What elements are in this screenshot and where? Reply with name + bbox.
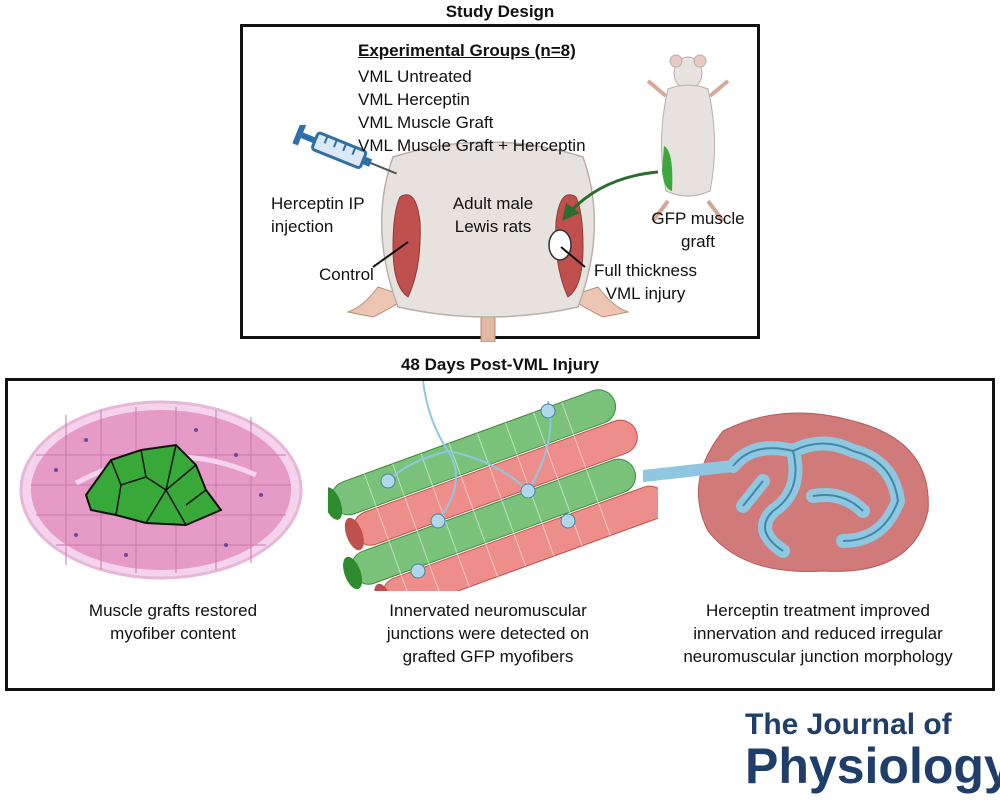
group-item: VML Muscle Graft + Herceptin xyxy=(358,136,586,155)
study-design-panel: Experimental Groups (n=8) VML Untreated … xyxy=(240,24,760,342)
caption-line: Muscle grafts restored xyxy=(88,601,258,620)
caption-line: neuromuscular junction morphology xyxy=(683,647,953,666)
leader-lines xyxy=(372,241,586,268)
injection-label-line: Herceptin IP xyxy=(271,194,365,213)
control-label: Control xyxy=(319,265,374,284)
myofiber-bundle xyxy=(328,381,658,591)
injury-label-line: Full thickness xyxy=(594,261,697,280)
caption-line: Herceptin treatment improved xyxy=(706,601,930,620)
group-item: VML Herceptin xyxy=(358,90,470,109)
caption-line: innervation and reduced irregular xyxy=(693,624,943,643)
group-item: VML Untreated xyxy=(358,67,472,86)
journal-title-line2: Physiology xyxy=(745,738,1000,794)
injection-label-line: injection xyxy=(271,217,334,236)
caption-herceptin: Herceptin treatment improved innervation… xyxy=(658,599,978,668)
rat-label-line: Lewis rats xyxy=(454,217,532,236)
results-panel: Muscle grafts restored myofiber content … xyxy=(5,378,995,691)
graft-label: GFP muscle graft xyxy=(643,207,753,253)
groups-title: Experimental Groups (n=8) xyxy=(358,41,576,60)
post-injury-heading: 48 Days Post-VML Injury xyxy=(400,355,600,374)
journal-title-line1: The Journal of xyxy=(745,708,952,741)
caption-line: myofiber content xyxy=(110,624,236,643)
syringe-icon xyxy=(292,125,397,175)
caption-graft: Muscle grafts restored myofiber content xyxy=(38,599,308,645)
injury-label: Full thickness VML injury xyxy=(578,259,713,305)
injury-label-line: VML injury xyxy=(605,284,686,303)
caption-line: junctions were detected on xyxy=(386,624,590,643)
donor-rat-illustration xyxy=(646,54,730,223)
caption-nmj: Innervated neuromuscular junctions were … xyxy=(338,599,638,668)
study-design-heading: Study Design xyxy=(445,2,555,21)
caption-line: grafted GFP myofibers xyxy=(402,647,574,666)
group-item: VML Muscle Graft xyxy=(358,113,494,132)
nmj-morphology xyxy=(643,412,929,572)
rat-label-line: Adult male xyxy=(452,194,534,213)
caption-line: Innervated neuromuscular xyxy=(389,601,587,620)
rat-label: Adult male Lewis rats xyxy=(423,192,563,238)
graft-label-line: GFP muscle xyxy=(651,209,745,228)
injection-label: Herceptin IP injection xyxy=(271,192,365,238)
graft-arrow xyxy=(562,170,659,221)
graft-label-line: graft xyxy=(680,232,716,251)
muscle-cross-section xyxy=(19,400,303,580)
